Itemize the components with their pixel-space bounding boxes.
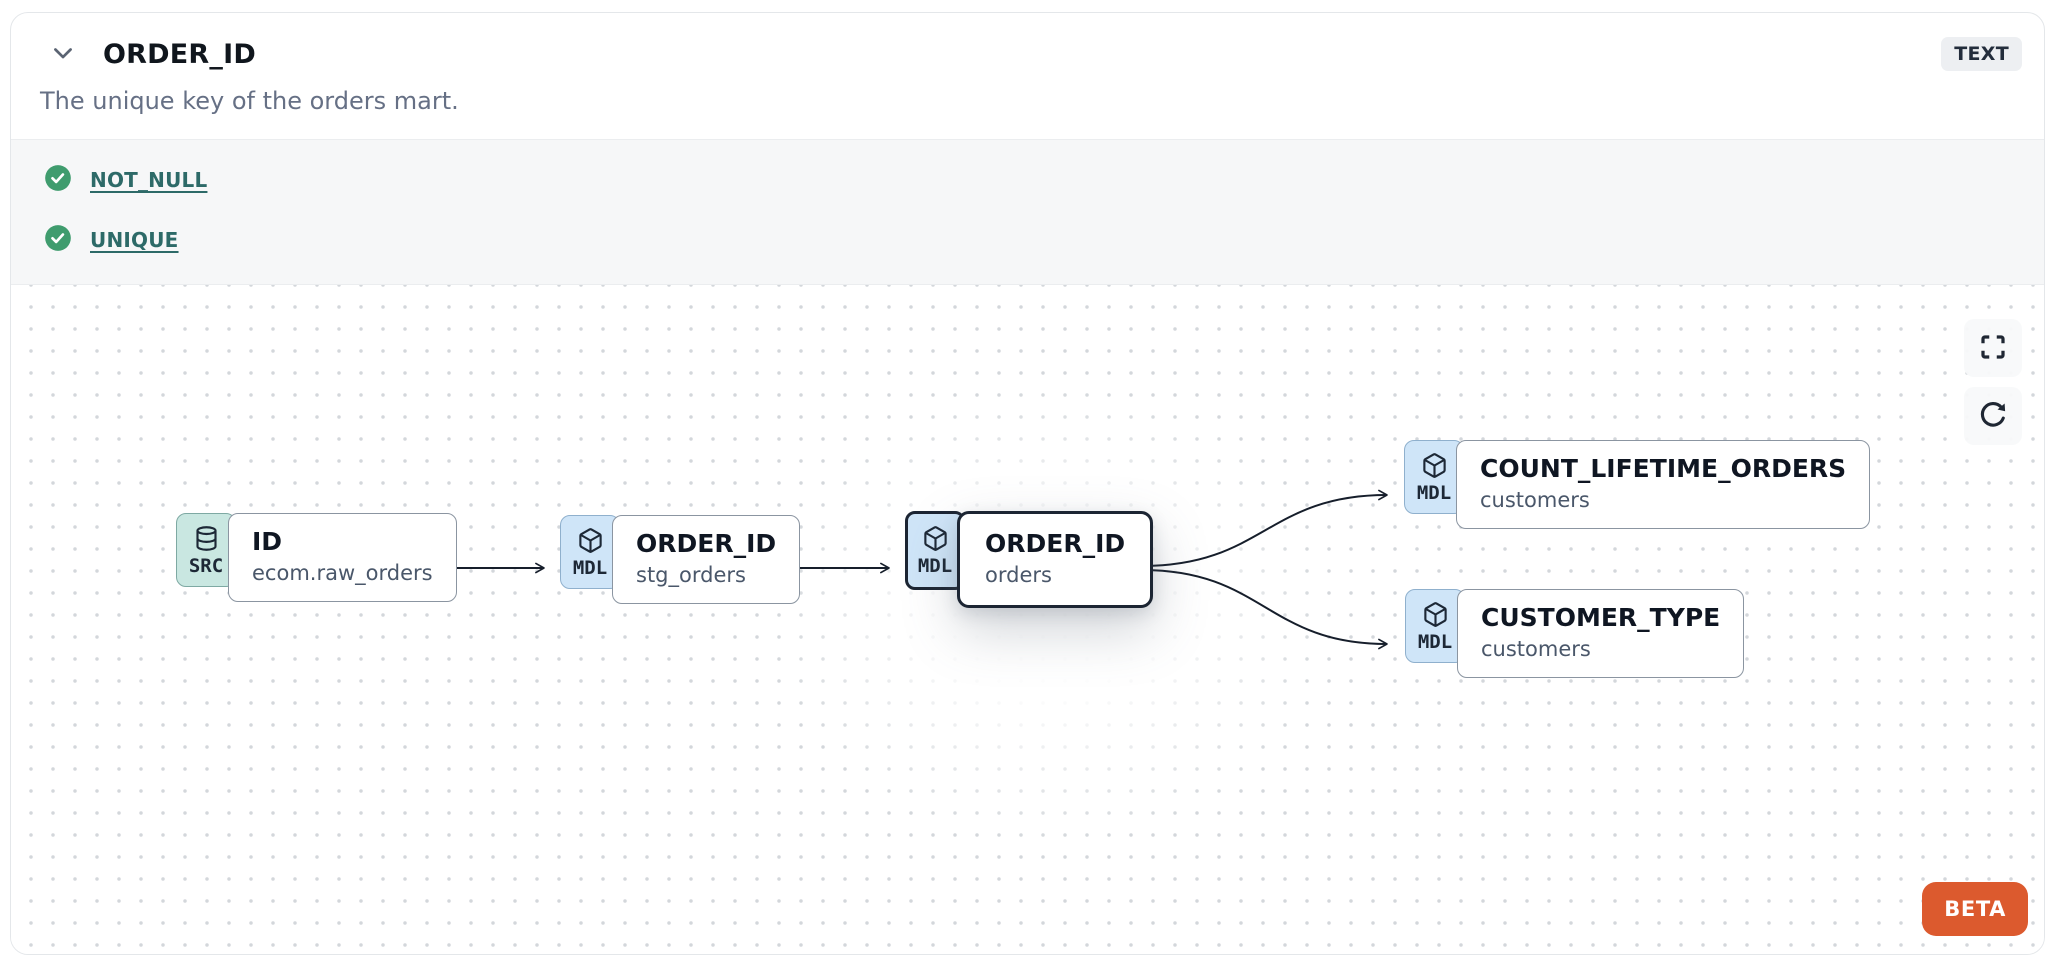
node-kind-label: MDL [1417,630,1453,653]
selected-node-glow [771,385,1331,845]
lineage-node-count-lifetime-orders[interactable]: MDL COUNT_LIFETIME_ORDERS customers [1404,440,1871,530]
fullscreen-icon [1978,332,2008,365]
node-column-name: CUSTOMER_TYPE [1481,603,1721,632]
column-header: ORDER_ID TEXT [11,13,2044,71]
node-column-name: ORDER_ID [985,529,1126,558]
edge-orders-customer [1141,569,1388,650]
node-card: CUSTOMER_TYPE customers [1457,589,1745,679]
cube-icon [1422,601,1449,632]
check-circle-icon [44,224,72,256]
refresh-icon [1978,400,2008,433]
lineage-node-source[interactable]: SRC ID ecom.raw_orders [176,513,457,603]
node-model-name: customers [1480,488,1590,512]
node-column-name: ORDER_ID [636,529,777,558]
canvas-controls [1964,319,2022,445]
test-link[interactable]: UNIQUE [90,228,179,252]
column-details-panel: ORDER_ID TEXT The unique key of the orde… [10,12,2045,955]
node-card: COUNT_LIFETIME_ORDERS customers [1456,440,1871,530]
node-kind-label: MDL [572,556,608,579]
edge-orders-count [1141,489,1388,567]
lineage-node-customer-type[interactable]: MDL CUSTOMER_TYPE customers [1405,589,1745,679]
test-row: UNIQUE [44,224,2044,256]
node-card: ID ecom.raw_orders [228,513,457,603]
database-icon [193,525,220,556]
node-kind-badge: MDL [905,511,965,590]
node-kind-badge: SRC [176,513,236,587]
refresh-button[interactable] [1964,387,2022,445]
cube-icon [577,527,604,558]
cube-icon [1421,452,1448,483]
column-type-badge: TEXT [1941,37,2022,71]
fullscreen-button[interactable] [1964,319,2022,377]
node-model-name: customers [1481,637,1591,661]
node-card: ORDER_ID orders [957,511,1154,609]
node-model-name: ecom.raw_orders [252,561,433,585]
lineage-node-stg-orders[interactable]: MDL ORDER_ID stg_orders [560,515,801,605]
node-model-name: orders [985,563,1052,587]
node-model-name: stg_orders [636,563,746,587]
check-circle-icon [44,164,72,196]
node-kind-badge: MDL [1404,440,1464,514]
node-column-name: ID [252,527,283,556]
lineage-canvas[interactable]: SRC ID ecom.raw_orders MDL ORDER_ID stg_… [11,285,2044,954]
node-kind-badge: MDL [560,515,620,589]
node-kind-label: MDL [917,555,953,577]
test-link[interactable]: NOT_NULL [90,168,208,192]
node-column-name: COUNT_LIFETIME_ORDERS [1480,454,1847,483]
lineage-node-orders-selected[interactable]: MDL ORDER_ID orders [905,511,1154,609]
column-name: ORDER_ID [103,38,256,70]
test-row: NOT_NULL [44,164,2044,196]
node-kind-label: SRC [188,554,224,577]
node-card: ORDER_ID stg_orders [612,515,801,605]
node-kind-badge: MDL [1405,589,1465,663]
collapse-button[interactable] [49,39,77,70]
node-kind-label: MDL [1416,481,1452,504]
cube-icon [922,525,949,556]
tests-section: NOT_NULL UNIQUE [11,139,2044,285]
beta-badge: BETA [1922,882,2028,936]
column-description: The unique key of the orders mart. [40,87,459,115]
chevron-down-icon [49,39,77,70]
